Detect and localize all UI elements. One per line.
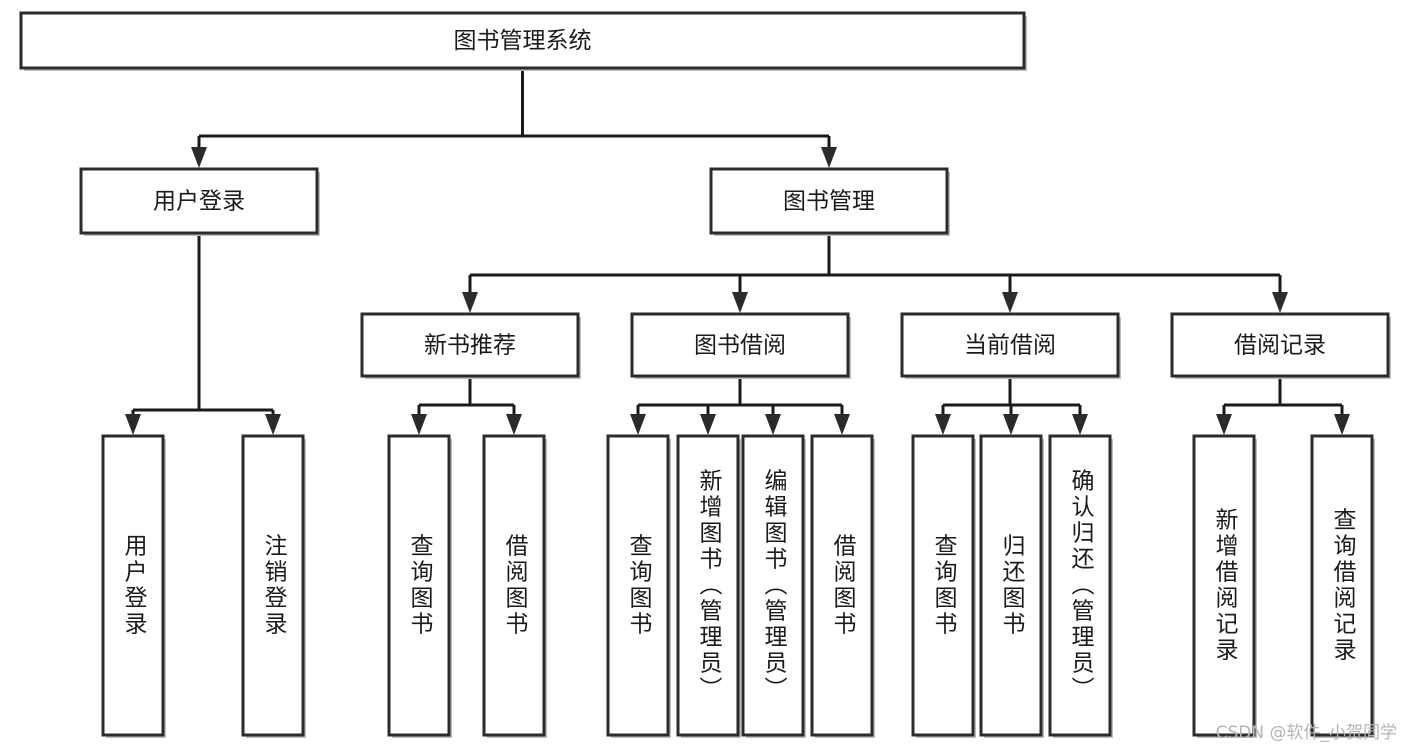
node-label: 注销登录 xyxy=(260,534,288,638)
node-leaf-rec-query-book[interactable]: 查询图书 xyxy=(387,434,452,738)
node-label: 查询图书 xyxy=(930,534,958,638)
node-label: 图书借阅 xyxy=(694,333,786,359)
node-leaf-rec-query-record[interactable]: 查询借阅记录 xyxy=(1310,434,1375,738)
node-leaf-borrow-add-book[interactable]: 新增图书（管理员） xyxy=(676,434,741,738)
node-label: 当前借阅 xyxy=(964,333,1056,359)
node-label: 新增图书（管理员） xyxy=(695,469,723,703)
node-label: 借阅记录 xyxy=(1234,333,1326,359)
node-label: 新书推荐 xyxy=(424,333,516,359)
node-label: 查询借阅记录 xyxy=(1329,508,1357,664)
node-label: 图书管理 xyxy=(783,189,875,215)
node-root[interactable]: 图书管理系统 xyxy=(19,11,1027,71)
node-label: 新增借阅记录 xyxy=(1211,508,1239,664)
node-label: 编辑图书（管理员） xyxy=(760,469,788,703)
node-label: 图书管理系统 xyxy=(454,28,592,54)
node-leaf-rec-borrow-book[interactable]: 借阅图书 xyxy=(482,434,547,738)
node-label: 确认归还（管理员） xyxy=(1067,469,1095,703)
node-label: 用户登录 xyxy=(153,189,245,215)
node-label: 查询图书 xyxy=(406,534,434,638)
connector-layer xyxy=(125,68,1350,435)
node-leaf-user-login[interactable]: 用户登录 xyxy=(101,434,166,738)
node-book-borrow[interactable]: 图书借阅 xyxy=(630,312,851,379)
node-leaf-cur-return-book[interactable]: 归还图书 xyxy=(979,434,1044,738)
node-user-login[interactable]: 用户登录 xyxy=(79,167,320,236)
node-layer: 图书管理系统用户登录图书管理新书推荐图书借阅当前借阅借阅记录用户登录注销登录查询… xyxy=(19,11,1391,738)
node-label: 借阅图书 xyxy=(829,534,857,638)
node-borrow-record[interactable]: 借阅记录 xyxy=(1170,312,1391,379)
node-label: 查询图书 xyxy=(625,534,653,638)
node-book-manage[interactable]: 图书管理 xyxy=(709,167,950,236)
node-current-borrow[interactable]: 当前借阅 xyxy=(900,312,1121,379)
node-leaf-cur-query-book[interactable]: 查询图书 xyxy=(911,434,976,738)
node-label: 用户登录 xyxy=(120,534,148,638)
node-leaf-borrow-edit-book[interactable]: 编辑图书（管理员） xyxy=(741,434,806,738)
node-leaf-borrow-query-book[interactable]: 查询图书 xyxy=(606,434,671,738)
node-leaf-cur-confirm-return[interactable]: 确认归还（管理员） xyxy=(1048,434,1113,738)
node-label: 借阅图书 xyxy=(501,534,529,638)
node-label: 归还图书 xyxy=(998,534,1026,638)
node-leaf-user-logout[interactable]: 注销登录 xyxy=(241,434,306,738)
node-new-book-rec[interactable]: 新书推荐 xyxy=(360,312,581,379)
watermark-label: CSDN @软件_小贺同学 xyxy=(1215,723,1397,743)
node-leaf-borrow-borrow-book[interactable]: 借阅图书 xyxy=(810,434,875,738)
node-leaf-rec-add-record[interactable]: 新增借阅记录 xyxy=(1192,434,1257,738)
